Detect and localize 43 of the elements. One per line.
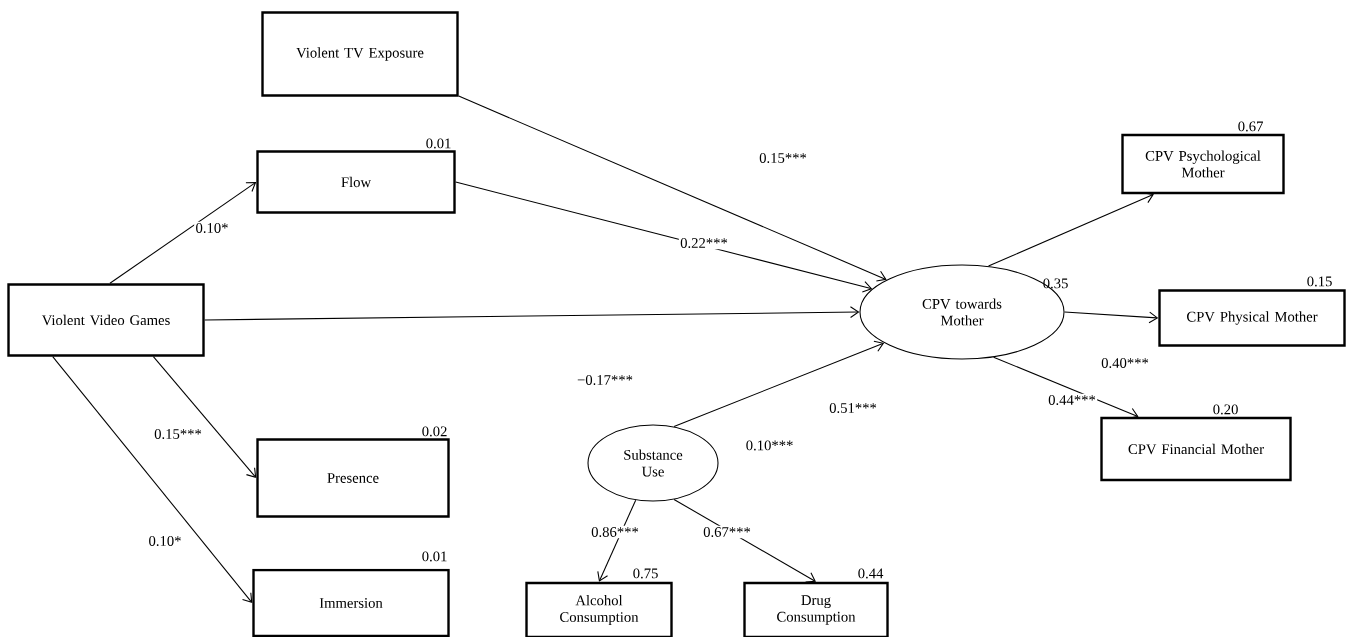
arrow xyxy=(673,340,885,428)
edge-label: 0.15*** xyxy=(757,151,809,165)
edge-label: 0.51*** xyxy=(827,401,879,415)
arrow xyxy=(458,95,887,282)
arrow xyxy=(455,181,873,293)
value-label: 0.75 xyxy=(633,568,658,579)
variable-box: CPV Psychological Mother xyxy=(1121,133,1285,195)
edge-label: 0.10* xyxy=(194,221,230,235)
arrow xyxy=(597,499,637,582)
edge-label: 0.22*** xyxy=(678,236,730,250)
edge-label: 0.15*** xyxy=(152,427,204,441)
value-label: 0.02 xyxy=(422,426,447,437)
value-label: 0.15 xyxy=(1307,276,1332,287)
value-label: 0.20 xyxy=(1213,404,1238,415)
variable-box: CPV Physical Mother xyxy=(1158,289,1346,347)
value-label: 0.35 xyxy=(1043,278,1068,289)
arrow xyxy=(673,498,816,583)
arrow xyxy=(204,306,860,321)
variable-box: Presence xyxy=(256,438,450,518)
variable-box: CPV Financial Mother xyxy=(1100,416,1292,482)
edge-label: 0.10* xyxy=(147,534,183,548)
arrow xyxy=(109,182,257,284)
arrow xyxy=(152,356,257,478)
edge-label: 0.44*** xyxy=(1046,393,1098,407)
value-label: 0.10*** xyxy=(746,440,793,451)
value-label: 0.01 xyxy=(426,138,451,149)
value-label: 0.44 xyxy=(858,568,884,579)
value-label: 0.67 xyxy=(1238,121,1263,132)
variable-box: Flow xyxy=(256,150,456,214)
arrow xyxy=(987,192,1154,267)
variable-box: Violent Video Games xyxy=(7,283,205,357)
value-label: 0.01 xyxy=(422,551,447,562)
variable-box: Immersion xyxy=(252,568,450,637)
edge-label: 0.67*** xyxy=(701,525,753,539)
edge-label: 0.40*** xyxy=(1099,356,1151,370)
variable-box: Alcohol Consumption xyxy=(525,581,673,637)
arrow xyxy=(52,356,253,603)
variable-box: Violent TV Exposure xyxy=(261,11,459,97)
edge-label: 0.86*** xyxy=(589,525,641,539)
arrow xyxy=(993,356,1139,419)
edge-label: −0.17*** xyxy=(575,373,635,387)
variable-box: Drug Consumption xyxy=(743,581,889,637)
arrow xyxy=(1064,311,1159,324)
